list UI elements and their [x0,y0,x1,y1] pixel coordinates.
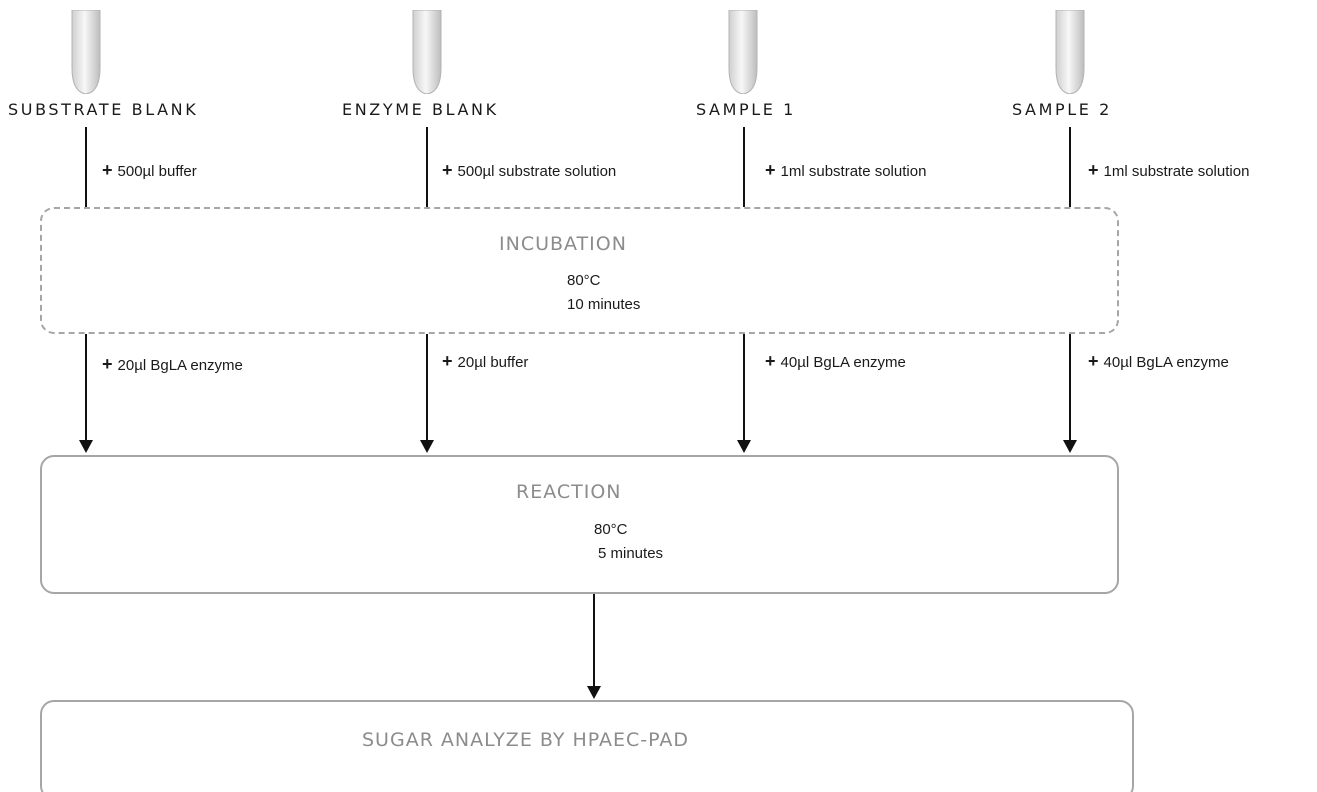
addition-text: 500µl buffer [117,163,197,180]
first-addition-enzyme-blank: +500µl substrate solution [442,160,616,181]
addition-text: 20µl buffer [457,354,529,371]
addition-text: 1ml substrate solution [1103,163,1250,180]
arrow-down-icon [420,440,434,453]
incubation-box: INCUBATION 80°C 10 minutes [40,207,1119,334]
addition-text: 40µl BgLA enzyme [1103,354,1229,371]
arrow-down-icon [587,686,601,699]
arrow-line [85,334,87,441]
sample-label-substrate-blank: SUBSTRATE BLANK [8,100,199,119]
addition-text: 20µl BgLA enzyme [117,357,243,374]
plus-icon: + [765,351,776,371]
connector-line [426,127,428,208]
plus-icon: + [1088,160,1099,180]
arrow-down-icon [737,440,751,453]
arrow-line [426,334,428,441]
test-tube-icon [412,10,442,94]
arrow-down-icon [1063,440,1077,453]
test-tube-icon [728,10,758,94]
reaction-box: REACTION 80°C 5 minutes [40,455,1119,594]
sample-label-sample-1: SAMPLE 1 [696,100,796,119]
incubation-temperature: 80°C [567,272,601,289]
reaction-title: REACTION [516,481,622,503]
connector-line [85,127,87,208]
arrow-line [743,334,745,441]
second-addition-enzyme-blank: +20µl buffer [442,351,528,372]
second-addition-sample-2: +40µl BgLA enzyme [1088,351,1229,372]
plus-icon: + [102,160,113,180]
incubation-title: INCUBATION [499,233,627,255]
analysis-title: SUGAR ANALYZE BY HPAEC-PAD [362,729,690,751]
arrow-line [593,594,595,688]
connector-line [1069,127,1071,208]
plus-icon: + [765,160,776,180]
addition-text: 1ml substrate solution [780,163,927,180]
second-addition-substrate-blank: +20µl BgLA enzyme [102,354,243,375]
plus-icon: + [442,160,453,180]
plus-icon: + [442,351,453,371]
test-tube-icon [1055,10,1085,94]
addition-text: 500µl substrate solution [457,163,617,180]
sample-label-sample-2: SAMPLE 2 [1012,100,1112,119]
connector-line [743,127,745,208]
reaction-temperature: 80°C [594,521,628,538]
sample-label-enzyme-blank: ENZYME BLANK [342,100,499,119]
plus-icon: + [102,354,113,374]
reaction-duration: 5 minutes [598,545,664,562]
addition-text: 40µl BgLA enzyme [780,354,906,371]
second-addition-sample-1: +40µl BgLA enzyme [765,351,906,372]
analysis-box: SUGAR ANALYZE BY HPAEC-PAD [40,700,1134,792]
incubation-duration: 10 minutes [567,296,641,313]
arrow-line [1069,334,1071,441]
plus-icon: + [1088,351,1099,371]
first-addition-sample-2: +1ml substrate solution [1088,160,1249,181]
first-addition-substrate-blank: +500µl buffer [102,160,197,181]
test-tube-icon [71,10,101,94]
first-addition-sample-1: +1ml substrate solution [765,160,926,181]
arrow-down-icon [79,440,93,453]
